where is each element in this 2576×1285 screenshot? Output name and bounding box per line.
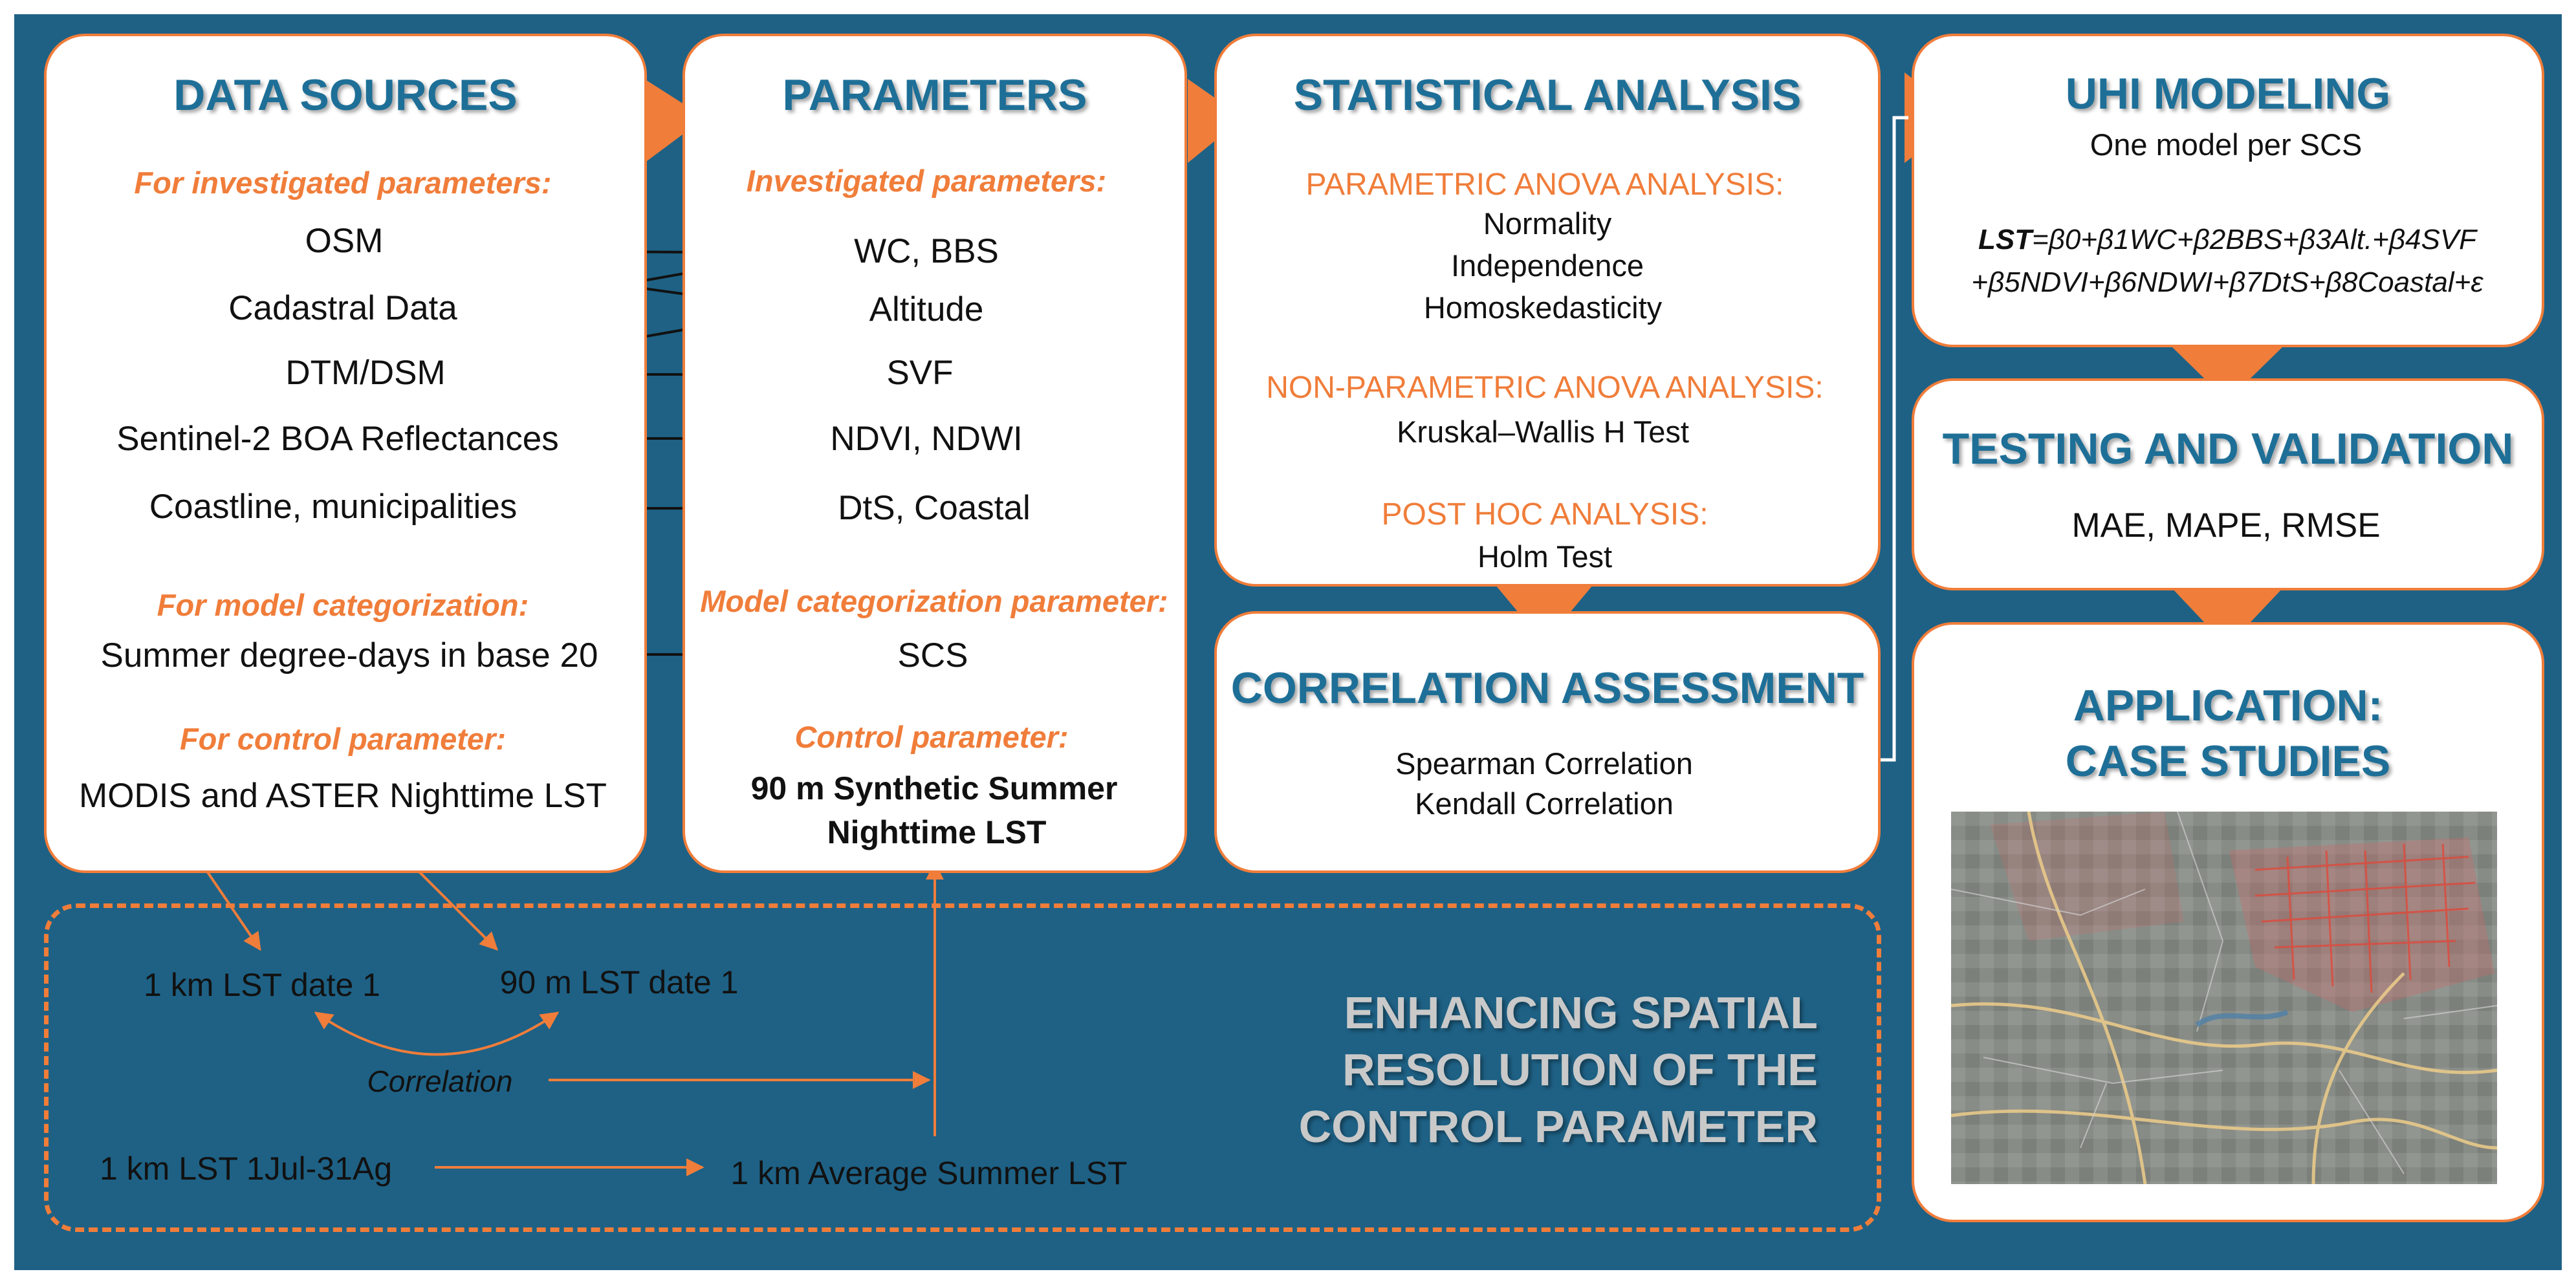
uhi-formula: LST=β0+β1WC+β2BBS+β3Alt.+β4SVF +β5NDVI+β… [1971,219,2483,304]
panel-uhi-modeling [1912,34,2544,347]
correlation-title: CORRELATION ASSESSMENT [1230,664,1864,713]
param-altitude: Altitude [869,290,984,329]
connector-arrow [2171,587,2284,647]
enh-average-summer: 1 km Average Summer LST [730,1155,1128,1191]
panel-correlation-assessment [1214,611,1881,873]
uhi-title: UHI MODELING [2065,69,2391,118]
connector-line [1879,116,1908,762]
enhancing-title-line1: ENHANCING SPATIAL [1344,988,1818,1038]
formula-lst-term: LST [1978,224,2033,255]
formula-line-2: +β5NDVI+β6NDWI+β7DtS+β8Coastal+ε [1971,266,2483,298]
enh-lst-date-90m: 90 m LST date 1 [499,964,739,1000]
case-study-map-image [1951,812,2497,1184]
param-control-line2: Nighttime LST [827,814,1047,850]
stat-holm-test: Holm Test [1477,539,1613,574]
application-title-line2: CASE STUDIES [2065,737,2391,786]
source-modis: MODIS and ASTER Nighttime LST [79,777,607,815]
panel-data-sources [44,34,647,873]
stat-independence: Independence [1451,248,1644,283]
enh-lst-period: 1 km LST 1Jul-31Ag [99,1150,393,1187]
data-sources-sub-investigated: For investigated parameters: [134,166,552,200]
uhi-subtitle: One model per SCS [2090,127,2363,162]
enh-lst-date-1km: 1 km LST date 1 [144,967,380,1003]
source-osm: OSM [305,222,384,260]
source-coastline: Coastline, municipalities [149,488,518,526]
param-svf: SVF [886,354,954,392]
data-sources-title: DATA SOURCES [173,70,518,120]
source-degree-days: Summer degree-days in base 20 [100,636,598,675]
stat-homoskedasticity: Homoskedasticity [1423,290,1663,325]
source-dtm: DTM/DSM [285,354,446,392]
enhancing-title-line3: CONTROL PARAMETER [1298,1101,1818,1152]
testing-title: TESTING AND VALIDATION [1942,424,2514,473]
panel-statistical-analysis [1214,34,1881,587]
connector-arrow [644,79,705,163]
data-sources-sub-model: For model categorization: [157,588,529,622]
param-scs: SCS [897,636,968,675]
map-drawing [1951,812,2497,1184]
formula-line-1: =β0+β1WC+β2BBS+β3Alt.+β4SVF [2032,224,2477,255]
source-sentinel: Sentinel-2 BOA Reflectances [116,420,559,458]
panel-testing-validation [1912,378,2544,590]
corr-kendall: Kendall Correlation [1415,786,1674,821]
source-cadastral: Cadastral Data [228,289,457,327]
param-control-line1: 90 m Synthetic Summer [750,770,1118,806]
param-wc-bbs: WC, BBS [854,232,999,270]
data-sources-sub-control: For control parameter: [179,722,507,756]
parameters-sub-model: Model categorization parameter: [700,584,1168,618]
parameters-title: PARAMETERS [782,70,1087,120]
stat-posthoc-heading: POST HOC ANALYSIS: [1381,497,1708,532]
panel-parameters [682,34,1187,873]
application-title-line1: APPLICATION: [2073,681,2383,730]
stat-parametric-heading: PARAMETRIC ANOVA ANALYSIS: [1305,167,1784,202]
parameters-sub-investigated: Investigated parameters: [746,164,1107,198]
enhancing-title: ENHANCING SPATIAL RESOLUTION OF THE CONT… [1294,984,1818,1155]
panel-enhancing-resolution [44,903,1881,1232]
testing-metrics: MAE, MAPE, RMSE [2071,506,2381,545]
param-ndvi-ndwi: NDVI, NDWI [830,420,1023,458]
stat-normality: Normality [1483,206,1612,241]
stat-nonparametric-heading: NON-PARAMETRIC ANOVA ANALYSIS: [1266,371,1824,405]
enh-correlation: Correlation [367,1064,513,1098]
connector-arrow [2171,346,2284,401]
parameters-sub-control: Control parameter: [794,720,1069,754]
corr-spearman: Spearman Correlation [1395,746,1693,781]
param-dts-coastal: DtS, Coastal [838,489,1031,527]
stat-kruskal-wallis: Kruskal–Wallis H Test [1397,415,1689,449]
enhancing-title-line2: RESOLUTION OF THE [1342,1044,1818,1095]
arrow-correlation-curve [314,1011,560,1056]
statistical-title: STATISTICAL ANALYSIS [1293,70,1802,120]
